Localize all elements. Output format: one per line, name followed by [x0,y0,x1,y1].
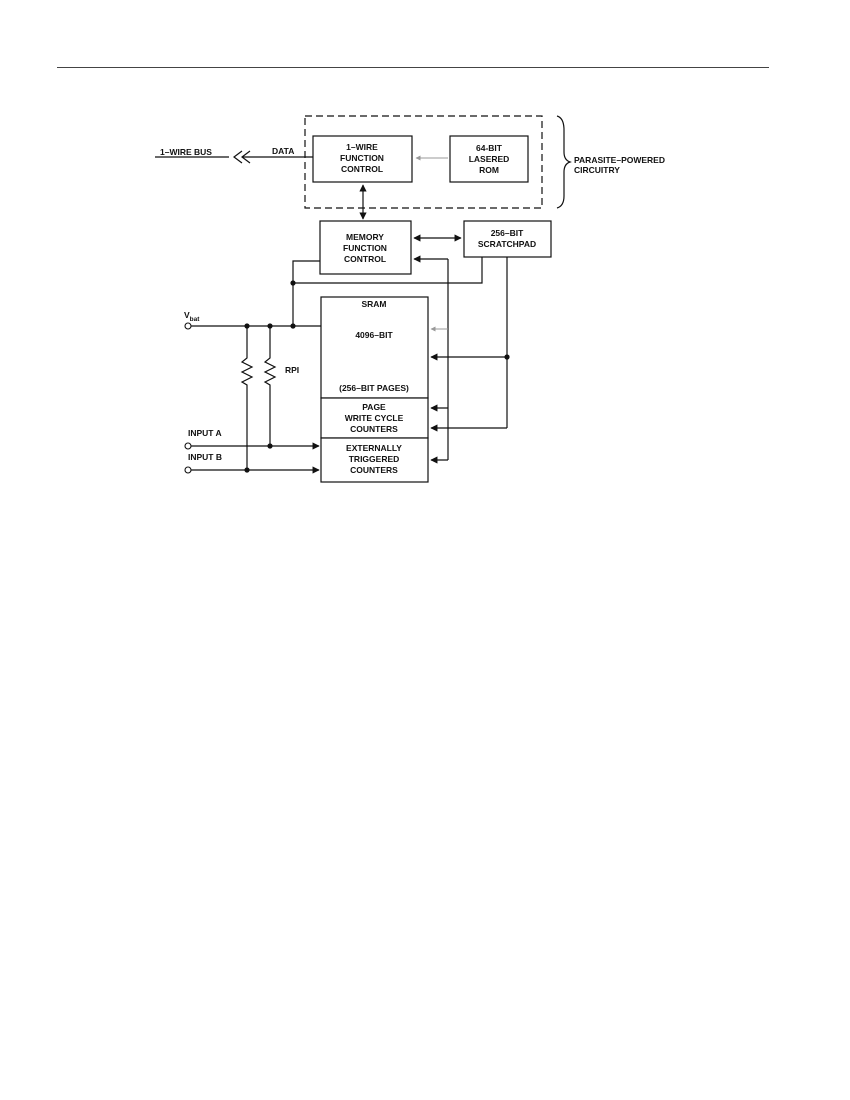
scratchpad-block [463,220,552,258]
sram-title: SRAM [361,299,386,309]
wire-control-line3: CONTROL [341,164,383,174]
rom-line2: LASERED [469,154,510,164]
page-counters-line3: COUNTERS [350,424,398,434]
sram-block [320,296,429,399]
control-feed-loop [292,260,320,326]
ext-counters-line3: COUNTERS [350,465,398,475]
sram-size: 4096–BIT [355,330,393,340]
scratchpad-line2: SCRATCHPAD [478,239,536,249]
wire-control-line2: FUNCTION [340,153,384,163]
rom-line1: 64-BIT [476,143,503,153]
memory-control-line1: MEMORY [346,232,384,242]
rom-line3: ROM [479,165,499,175]
input-b-label: INPUT B [188,452,222,462]
external-counters-block [320,437,429,483]
resistor-b [240,326,254,470]
scratchpad-feed [293,257,483,284]
wire-control-line1: 1–WIRE [346,142,378,152]
parasite-label-line2: CIRCUITRY [574,165,620,175]
bus-label: 1–WIRE BUS [160,147,212,157]
memory-control-line3: CONTROL [344,254,386,264]
data-label: DATA [272,146,294,156]
input-b-terminal [184,466,192,474]
vbat-node-3 [290,323,296,329]
input-a-node [267,443,273,449]
page-rule [57,67,769,68]
lasered-rom-block [449,135,529,183]
page-write-counters-block [320,397,429,439]
page-counters-line2: WRITE CYCLE [345,413,404,423]
parasite-label-line1: PARASITE–POWERED [574,155,665,165]
page-counters-line1: PAGE [362,402,386,412]
sram-pages: (256–BIT PAGES) [339,383,409,393]
vbat-terminal [184,322,192,330]
parasite-brace [556,115,572,209]
memory-control-line2: FUNCTION [343,243,387,253]
ext-counters-line1: EXTERNALLY [346,443,402,453]
ext-counters-line2: TRIGGERED [349,454,400,464]
wire-function-control-block [312,135,413,183]
scratchpad-line1: 256–BIT [491,228,524,238]
input-a-label: INPUT A [188,428,222,438]
vbat-label: Vbat [184,310,200,323]
resistor-a [263,326,277,446]
input-a-terminal [184,442,192,450]
parasite-region [304,115,543,209]
memory-function-control-block [319,220,412,275]
rpi-label: RPI [285,365,299,375]
input-b-node [244,467,250,473]
